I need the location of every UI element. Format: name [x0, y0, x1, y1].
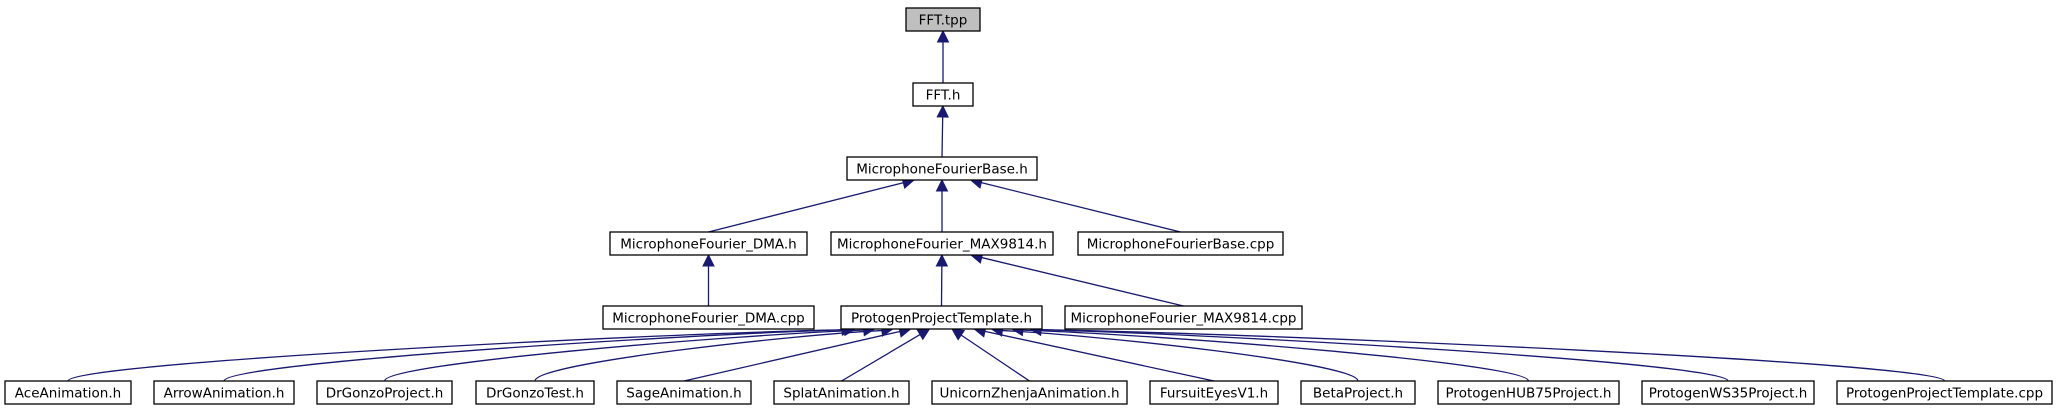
arrowhead-n_ppt_h-to-n_mf_max_h [935, 253, 949, 267]
node-label: FursuitEyesV1.h [1160, 386, 1268, 402]
node-mfb-cpp[interactable]: MicrophoneFourierBase.cpp [1077, 231, 1284, 256]
node-label: DrGonzoProject.h [326, 386, 444, 402]
node-fft-tpp[interactable]: FFT.tpp [905, 7, 981, 32]
node-mf-dma-cpp[interactable]: MicrophoneFourier_DMA.cpp [602, 305, 815, 330]
node-box [905, 7, 981, 32]
nodes-layer: FFT.tppFFT.hMicrophoneFourierBase.hMicro… [4, 7, 2053, 405]
node-splat[interactable]: SplatAnimation.h [773, 380, 910, 405]
node-label: ProtogenWS35Project.h [1649, 386, 1808, 402]
node-label: SplatAnimation.h [783, 386, 899, 402]
node-label: SageAnimation.h [626, 386, 741, 402]
node-mf-dma-h[interactable]: MicrophoneFourier_DMA.h [609, 231, 808, 256]
edge-n_drgp-to-n_ppt_h [383, 329, 864, 382]
edge-n_mf_max_cpp-to-n_mf_max_h [981, 256, 1184, 307]
edge-n_arrow-to-n_ppt_h [223, 329, 845, 382]
node-box [1300, 380, 1416, 405]
node-label: AceAnimation.h [15, 386, 121, 402]
edge-n_mf_dma_h-to-n_mfb_h [708, 182, 904, 233]
node-beta[interactable]: BetaProject.h [1300, 380, 1416, 405]
node-fursuit[interactable]: FursuitEyesV1.h [1149, 380, 1279, 405]
node-box [1077, 231, 1284, 256]
node-label: MicrophoneFourier_MAX9814.h [837, 237, 1047, 253]
node-mf-max-h[interactable]: MicrophoneFourier_MAX9814.h [830, 231, 1054, 256]
node-box [609, 231, 808, 256]
node-mf-max-cpp[interactable]: MicrophoneFourier_MAX9814.cpp [1064, 305, 1303, 330]
node-label: DrGonzoTest.h [486, 386, 584, 402]
node-label: FFT.h [926, 88, 961, 104]
node-box [846, 156, 1038, 181]
edge-n_mfb_cpp-to-n_mfb_h [981, 182, 1181, 233]
node-box [773, 380, 910, 405]
edge-n_fursuit-to-n_ppt_h [984, 330, 1215, 382]
node-drgp[interactable]: DrGonzoProject.h [316, 380, 453, 405]
edge-n_ace-to-n_ppt_h [67, 329, 843, 382]
node-label: UnicornZhenjaAnimation.h [939, 386, 1119, 402]
node-label: MicrophoneFourierBase.cpp [1087, 237, 1275, 253]
edge-n_beta-to-n_ppt_h [1002, 329, 1359, 382]
node-label: MicrophoneFourier_DMA.cpp [612, 311, 804, 327]
node-ace[interactable]: AceAnimation.h [4, 380, 132, 405]
node-box [316, 380, 453, 405]
node-label: MicrophoneFourier_MAX9814.cpp [1071, 311, 1297, 327]
node-ws35[interactable]: ProtogenWS35Project.h [1641, 380, 1815, 405]
node-box [1836, 380, 2053, 405]
node-box [931, 380, 1128, 405]
node-box [1437, 380, 1620, 405]
node-box [840, 305, 1043, 330]
node-box [4, 380, 132, 405]
edge-n_splat-to-n_ppt_h [841, 334, 921, 382]
arrowhead-n_mf_dma_cpp-to-n_mf_dma_h [702, 253, 715, 267]
node-arrow[interactable]: ArrowAnimation.h [153, 380, 295, 405]
node-box [1149, 380, 1279, 405]
node-fft-h[interactable]: FFT.h [912, 82, 974, 107]
node-sage[interactable]: SageAnimation.h [616, 380, 752, 405]
node-label: BetaProject.h [1313, 386, 1403, 402]
node-label: ProtogenHUB75Project.h [1446, 386, 1612, 402]
edge-n_hub75-to-n_ppt_h [1022, 329, 1530, 382]
node-box [602, 305, 815, 330]
edge-n_unicorn-to-n_ppt_h [960, 334, 1030, 382]
node-label: ProtogenProjectTemplate.cpp [1846, 386, 2043, 402]
arrowhead-n_splat-to-n_ppt_h [916, 328, 931, 341]
node-drgt[interactable]: DrGonzoTest.h [475, 380, 595, 405]
node-box [830, 231, 1054, 256]
node-box [1641, 380, 1815, 405]
node-unicorn[interactable]: UnicornZhenjaAnimation.h [931, 380, 1128, 405]
node-box [475, 380, 595, 405]
edge-n_ws35-to-n_ppt_h [1040, 329, 1729, 382]
node-box [153, 380, 295, 405]
edge-n_drgt-to-n_ppt_h [534, 329, 882, 382]
edge-n_ppt_cpp-to-n_ppt_h [1040, 328, 1946, 382]
node-label: ArrowAnimation.h [164, 386, 285, 402]
node-box [616, 380, 752, 405]
node-ppt-h[interactable]: ProtogenProjectTemplate.h [840, 305, 1043, 330]
node-hub75[interactable]: ProtogenHUB75Project.h [1437, 380, 1620, 405]
node-label: MicrophoneFourierBase.h [856, 162, 1028, 178]
node-label: MicrophoneFourier_DMA.h [620, 237, 796, 253]
arrowhead-n_fft_h-to-n_fft_tpp [936, 29, 950, 43]
node-box [1064, 305, 1303, 330]
node-ppt-cpp[interactable]: ProtogenProjectTemplate.cpp [1836, 380, 2053, 405]
node-mfb-h[interactable]: MicrophoneFourierBase.h [846, 156, 1038, 181]
node-box [912, 82, 974, 107]
arrowhead-n_mfb_h-to-n_fft_h [936, 104, 949, 118]
edge-n_sage-to-n_ppt_h [683, 330, 901, 382]
arrowhead-n_unicorn-to-n_ppt_h [951, 328, 966, 341]
node-label: FFT.tpp [919, 13, 968, 29]
edge-n_mfb_h-to-n_fft_h [941, 116, 944, 158]
arrowhead-n_mf_max_h-to-n_mfb_h [935, 178, 949, 192]
node-label: ProtogenProjectTemplate.h [851, 311, 1032, 327]
